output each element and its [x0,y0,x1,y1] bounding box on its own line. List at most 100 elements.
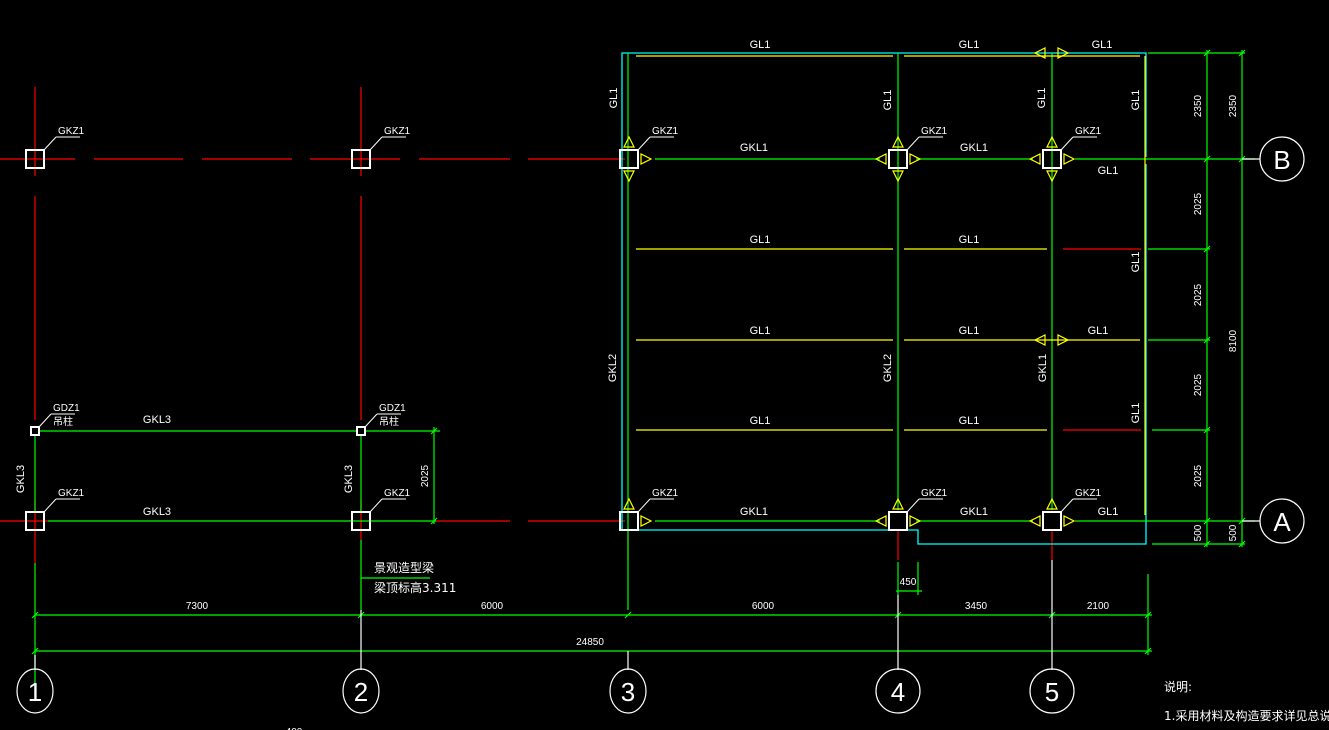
dim-2025-left: 2025 [420,464,431,487]
tick [1203,540,1211,548]
axis-bubble-b[interactable] [1259,136,1305,182]
green-lines [34,50,1255,690]
dim-total: 24850 [576,637,604,648]
section-marker-icon [1046,170,1058,183]
axis-bubble-5[interactable] [1029,668,1075,714]
column-gkz1[interactable] [25,511,45,531]
dim-inner-500: 500 [1193,524,1204,541]
dim-inner-2025: 2025 [1193,283,1204,306]
column-gkz1[interactable] [351,149,371,169]
axis-bubble-1[interactable] [16,668,54,714]
label-gl1: GL1 [959,415,980,427]
label-gkl3: GKL3 [143,506,171,518]
section-marker-icon [1046,497,1058,510]
label-gkl1: GKL1 [960,506,988,518]
label-gkl3-vert: GKL3 [15,465,27,493]
dim-span-5: 2100 [1087,601,1110,612]
tag-leader [1060,498,1074,513]
tick [430,517,438,525]
label-gl1: GL1 [750,234,771,246]
column-tag: GKZ1 [369,488,411,513]
axis-bubble-4[interactable] [875,668,921,714]
tag-leader [38,413,52,428]
column-gkz1[interactable] [1042,511,1062,531]
column-gkz1[interactable] [888,511,908,531]
section-marker-icon [892,135,904,148]
tick [1203,517,1211,525]
tag-leader [1060,136,1074,151]
label-gl1: GL1 [959,39,980,51]
column-gkz1[interactable] [1042,149,1062,169]
section-markers [623,47,1076,527]
notes-title: 说明: [1164,679,1192,694]
axis-bubble-3[interactable] [609,668,647,714]
column-tag-label: GDZ1 [53,403,80,414]
tick [1203,336,1211,344]
dim-cutoff: 400 [286,727,303,730]
tag-leader [906,498,920,513]
column-tag-sublabel: 吊柱 [379,415,399,428]
axis-label-b: B [1273,145,1290,175]
dimension-texts: 7300 6000 6000 3450 2100 24850 450 400 2… [186,94,1239,730]
section-marker-icon [892,170,904,183]
tag-leader [364,413,378,428]
tag-leader [906,136,920,151]
column-tag: GKZ1 [1060,126,1102,151]
dim-450: 450 [900,577,917,588]
column-gkz1[interactable] [351,511,371,531]
column-gdz1[interactable] [30,426,40,436]
tick [1203,245,1211,253]
column-tag-label: GKZ1 [652,488,679,499]
axis-label-1: 1 [28,677,42,707]
column-gkz1[interactable] [25,149,45,169]
elevation-note-line2: 梁顶标高3.311 [374,580,456,595]
axis-label-2: 2 [354,677,368,707]
label-gl1-vert: GL1 [882,90,894,111]
label-gl1-vert: GL1 [608,88,620,109]
outline-top [621,52,1147,530]
tick [1203,155,1211,163]
tag-leader [43,498,57,513]
notes-item-1: 1.采用材料及构造要求详见总说明。 [1164,708,1329,723]
section-marker-icon [874,153,887,165]
dim-span-3: 6000 [752,601,775,612]
section-marker-icon [892,497,904,510]
column-gkz1[interactable] [888,149,908,169]
yellow-beams [636,55,1146,515]
column-tag-sublabel: 吊柱 [53,415,73,428]
column-tag: GKZ1 [637,488,679,513]
elevation-note: 景观造型梁 梁顶标高3.311 [374,560,456,595]
axis-bubble-2[interactable] [342,668,380,714]
column-tag: GKZ1 [43,488,85,513]
dim-outer-2350: 2350 [1228,94,1239,117]
label-gkl1: GKL1 [740,506,768,518]
section-marker-icon [1063,153,1076,165]
column-tag-label: GKZ1 [58,126,85,137]
label-gl1: GL1 [750,39,771,51]
column-tag-label: GKZ1 [652,126,679,137]
section-marker-icon [1033,334,1046,346]
column-tag: GKZ1 [43,126,85,151]
tag-leader [43,136,57,151]
axis-label-3: 3 [621,677,635,707]
tick [1203,49,1211,57]
column-gkz1[interactable] [619,149,639,169]
section-marker-icon [1057,47,1070,59]
dim-inner-2350: 2350 [1193,94,1204,117]
tick [31,647,39,655]
dim-span-1: 7300 [186,601,209,612]
section-marker-icon [1057,334,1070,346]
axis-bubble-a[interactable] [1259,498,1305,544]
section-marker-icon [623,135,635,148]
section-marker-icon [1033,47,1046,59]
column-tag-label: GKZ1 [1075,488,1102,499]
general-notes: 说明: 1.采用材料及构造要求详见总说明。 [1164,679,1329,723]
beam-labels: GL1 GL1 GL1 GKL1 GKL1 GL1 GL1 GL1 GL1 GL… [15,39,1142,518]
column-gkz1[interactable] [619,511,639,531]
column-gdz1[interactable] [356,426,366,436]
column-tag: GKZ1 [637,126,679,151]
axis-label-5: 5 [1045,677,1059,707]
elevation-note-line1: 景观造型梁 [374,560,434,575]
